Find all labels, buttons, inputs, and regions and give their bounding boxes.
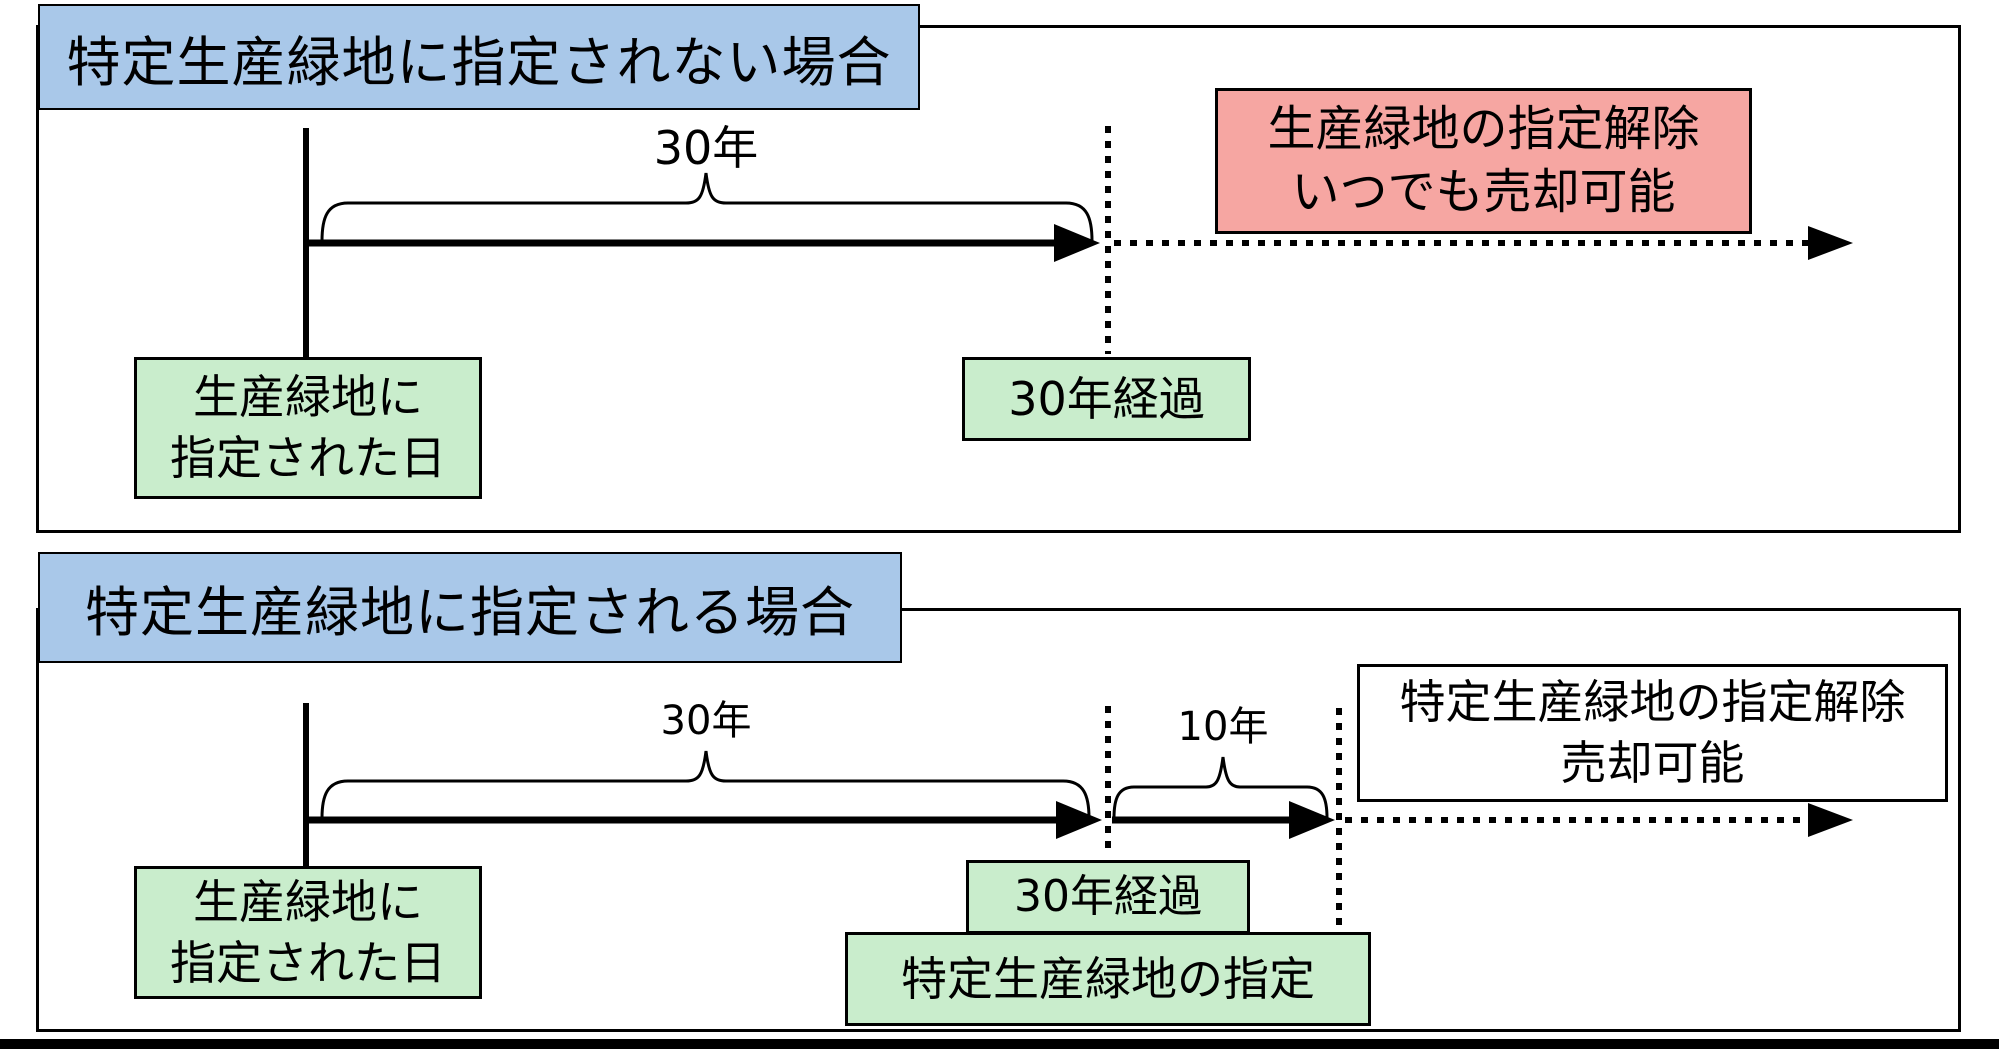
result-line1: 生産緑地の指定解除 <box>1267 100 1700 157</box>
panel2-result-box: 特定生産緑地の指定解除 売却可能 <box>1357 664 1948 802</box>
panel2-title-text: 特定生産緑地に指定される場合 <box>85 581 855 644</box>
result-line1: 特定生産緑地の指定解除 <box>1399 675 1906 730</box>
panel1-title-text: 特定生産緑地に指定されない場合 <box>66 30 892 94</box>
result-line2: いつでも売却可能 <box>1291 164 1676 220</box>
elapsed-text: 30年経過 <box>1008 371 1205 426</box>
start-line1: 生産緑地に <box>193 370 423 425</box>
start-line2: 指定された日 <box>170 431 446 485</box>
elapsed-text: 30年経過 <box>1014 870 1202 922</box>
panel2-30years-elapsed-box: 30年経過 <box>966 860 1250 934</box>
panel1-result-box: 生産緑地の指定解除 いつでも売却可能 <box>1215 88 1752 234</box>
start-line2: 指定された日 <box>170 935 446 990</box>
panel2-specified-designation-box: 特定生産緑地の指定 <box>845 932 1371 1026</box>
panel2-title: 特定生産緑地に指定される場合 <box>38 552 902 663</box>
panel2-30years-label: 30年 <box>660 698 752 744</box>
panel-not-designated <box>36 25 1961 533</box>
start-line1: 生産緑地に <box>193 874 423 929</box>
panel1-title: 特定生産緑地に指定されない場合 <box>38 4 920 110</box>
panel2-designation-date-box: 生産緑地に 指定された日 <box>134 866 482 999</box>
panel-designated <box>36 608 1961 1032</box>
panel1-30years-label: 30年 <box>653 121 759 175</box>
panel2-10years-label: 10年 <box>1177 704 1269 750</box>
result-line2: 売却可能 <box>1560 736 1745 790</box>
panel1-designation-date-box: 生産緑地に 指定された日 <box>134 357 482 499</box>
designation-text: 特定生産緑地の指定 <box>901 951 1315 1006</box>
bottom-edge-bar <box>0 1039 1999 1049</box>
panel1-30years-elapsed-box: 30年経過 <box>962 357 1251 441</box>
